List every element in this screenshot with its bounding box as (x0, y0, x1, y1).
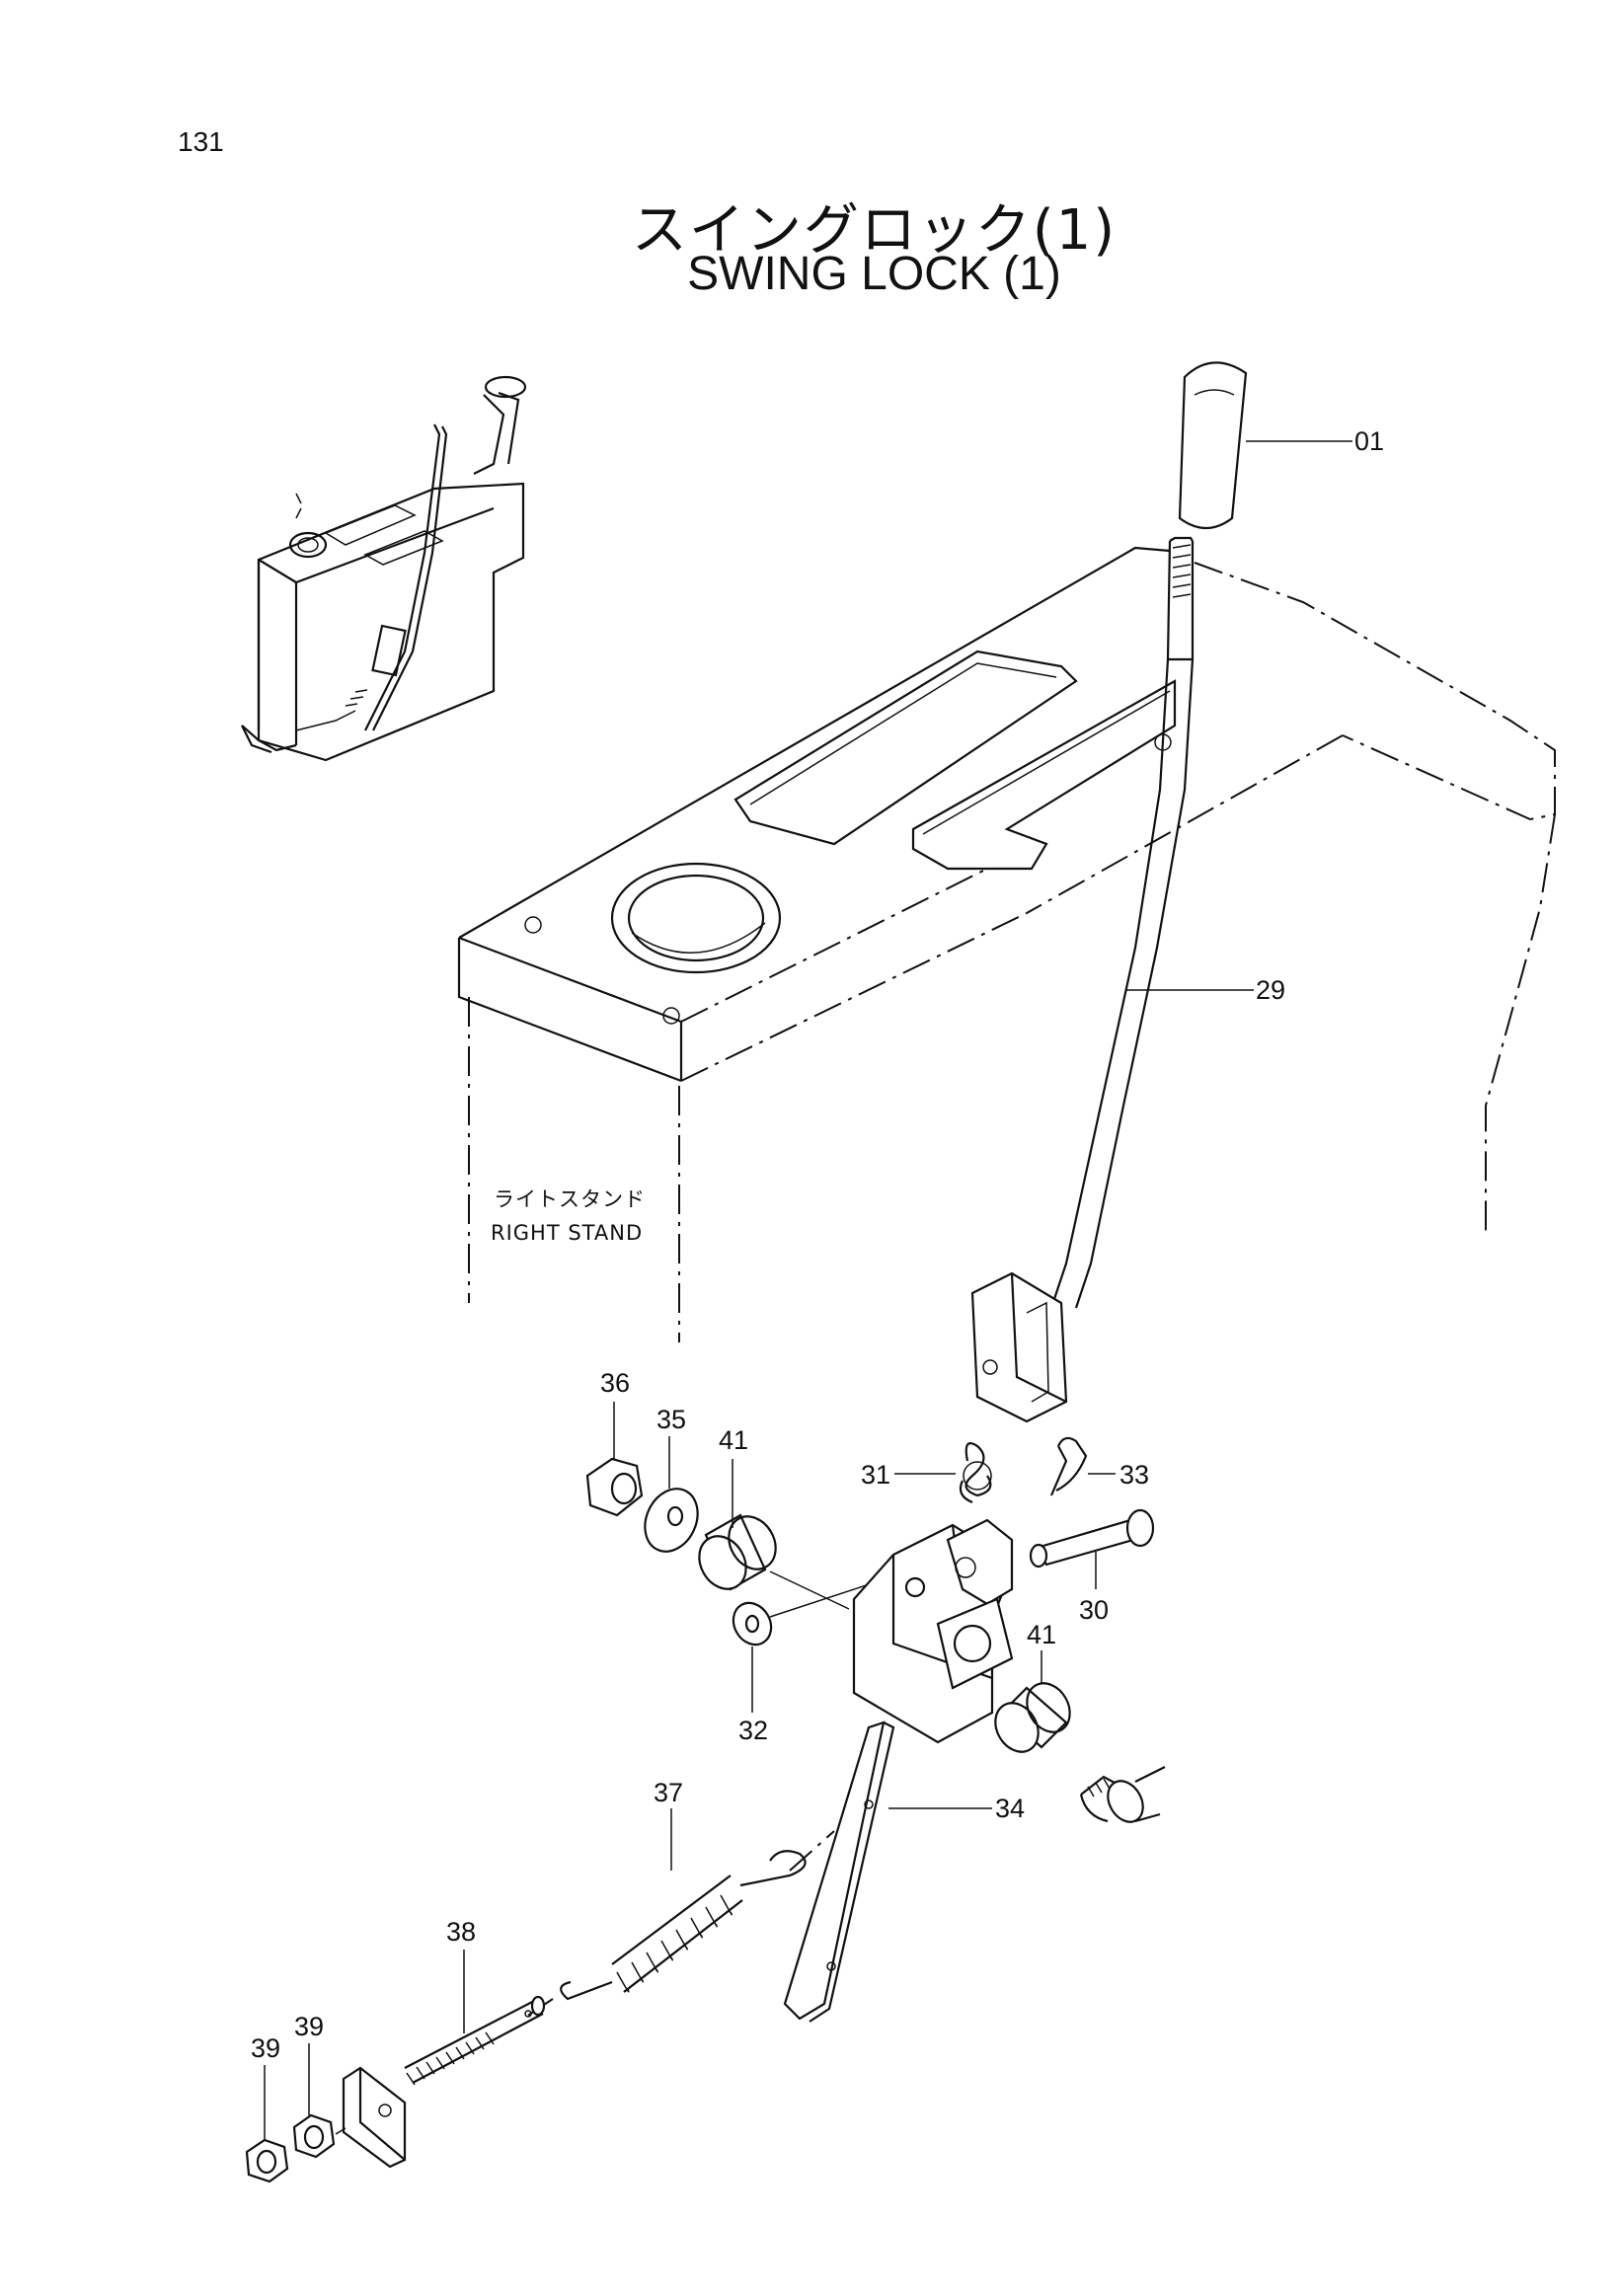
right-stand-console (457, 546, 1556, 1342)
callout-37: 37 (654, 1778, 683, 1807)
callout-41b: 41 (1027, 1620, 1056, 1649)
note-japanese: ライトスタンド (494, 1187, 646, 1211)
callout-36: 36 (600, 1368, 630, 1398)
dash-axis-39 (335, 2127, 347, 2135)
part-36-nut (585, 1457, 644, 1517)
part-41-bushing-right (994, 1682, 1071, 1753)
title-japanese: スイングロック(1) (631, 198, 1118, 263)
part-38-bolt (404, 1995, 546, 2086)
title-english: SWING LOCK (1) (687, 248, 1061, 300)
overview-console-illustration (241, 375, 527, 762)
dash-axis-41 (769, 1570, 850, 1610)
part-01-lever-knob (1178, 361, 1248, 530)
callout-35: 35 (656, 1405, 686, 1434)
callout-30: 30 (1079, 1595, 1109, 1625)
part-37-tension-spring (560, 1850, 807, 2001)
callout-33: 33 (1119, 1460, 1149, 1490)
part-32-washer (732, 1601, 773, 1646)
note-english: RIGHT STAND (491, 1221, 643, 1245)
part-39-nut-a (292, 2113, 336, 2159)
part-35-washer (644, 1488, 699, 1553)
part-39-nut-b (245, 2138, 289, 2183)
part-30-pin (1029, 1508, 1155, 1569)
part-34-lock-lever-bracket (783, 1518, 1014, 2023)
callout-38: 38 (446, 1917, 476, 1947)
callout-39a: 39 (251, 2033, 280, 2063)
callout-01: 01 (1354, 426, 1384, 456)
callout-41a: 41 (719, 1425, 748, 1455)
part-33-snap-pin (1049, 1436, 1088, 1496)
callout-39b: 39 (294, 2012, 324, 2041)
part-31-spring (959, 1442, 992, 1504)
mounting-plate (342, 2066, 407, 2169)
callout-32: 32 (738, 1716, 768, 1745)
page-number: 131 (178, 126, 224, 157)
part-29-lever-rod (970, 536, 1195, 1423)
bolt-stub (1079, 1766, 1166, 1823)
part-41-bushing-left (698, 1513, 777, 1591)
callout-31: 31 (861, 1460, 890, 1490)
dash-axis-37 (789, 1830, 835, 1872)
callout-34: 34 (995, 1794, 1025, 1823)
callout-29: 29 (1256, 975, 1285, 1005)
